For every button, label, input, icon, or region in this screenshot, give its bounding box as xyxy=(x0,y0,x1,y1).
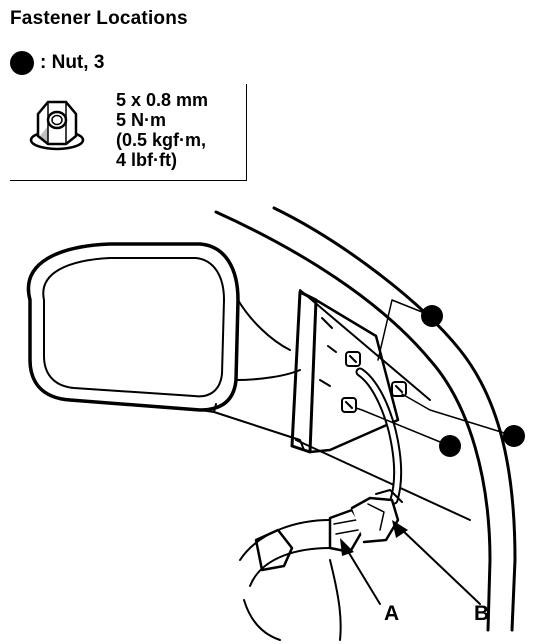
callout-arrows xyxy=(345,527,481,605)
torque-spec-text: 5 x 0.8 mm 5 N·m (0.5 kgf·m, 4 lbf·ft) xyxy=(116,90,208,170)
arrowheads xyxy=(340,520,408,556)
nut-marker-3 xyxy=(503,425,525,447)
nut-symbol-icon xyxy=(10,51,34,75)
nut-marker-2 xyxy=(439,435,461,457)
arrow-a-head xyxy=(340,538,354,556)
door-panel xyxy=(239,519,342,641)
callout-b: B xyxy=(474,602,490,625)
torque-spec-box: 5 x 0.8 mm 5 N·m (0.5 kgf·m, 4 lbf·ft) xyxy=(10,84,247,181)
flange-nut-icon xyxy=(29,100,85,151)
spec-line-torque-kgf: (0.5 kgf·m, xyxy=(116,130,207,150)
nut-leader-lines xyxy=(355,299,515,447)
spec-line-torque-nm: 5 N·m xyxy=(116,110,167,130)
mirror-base xyxy=(290,290,400,454)
door-frame xyxy=(214,206,517,632)
spec-line-size: 5 x 0.8 mm xyxy=(116,90,209,110)
arrow-b-head xyxy=(392,520,408,538)
mirror-harness xyxy=(355,367,403,505)
mounting-nuts xyxy=(341,351,407,413)
page-title: Fastener Locations xyxy=(10,8,188,29)
harness-connectors xyxy=(328,489,403,554)
nut-marker-1 xyxy=(421,305,443,327)
nut-markers xyxy=(421,305,525,457)
mirror-housing xyxy=(26,242,305,451)
spec-line-torque-lbf: 4 lbf·ft) xyxy=(116,150,177,170)
legend-label: : Nut, 3 xyxy=(40,52,105,73)
legend: : Nut, 3 xyxy=(10,50,104,76)
callout-a: A xyxy=(384,602,400,625)
